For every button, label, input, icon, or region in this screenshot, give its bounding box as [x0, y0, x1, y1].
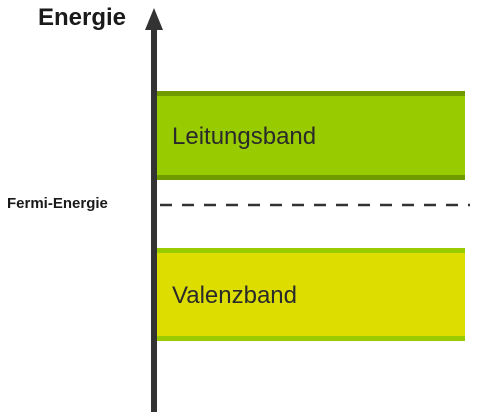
energy-axis [145, 8, 163, 412]
valence-band [155, 248, 465, 341]
valence-band-label: Valenzband [172, 282, 297, 309]
conduction-band-label: Leitungsband [172, 123, 317, 150]
fermi-energy-label: Fermi-Energie [7, 195, 108, 212]
axis-arrowhead-icon [145, 8, 163, 30]
conduction-band [155, 91, 465, 180]
axis-title: Energie [38, 4, 127, 31]
